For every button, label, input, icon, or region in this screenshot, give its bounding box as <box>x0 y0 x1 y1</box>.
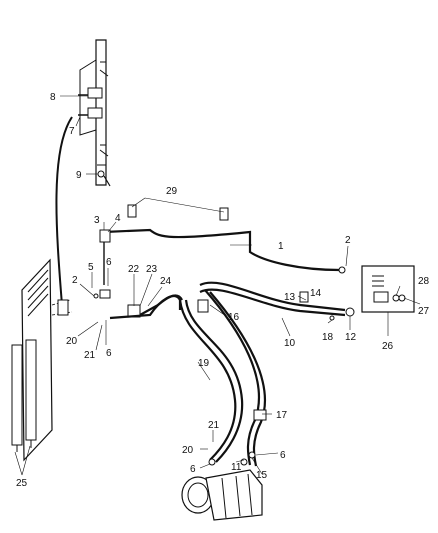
leader-lines <box>14 95 421 476</box>
fittings-cluster <box>93 289 183 320</box>
callout-2-right: 2 <box>345 235 351 246</box>
pressure-caps <box>127 204 229 221</box>
receiver-bracket-assembly <box>78 39 111 187</box>
condenser <box>11 258 73 462</box>
callout-28: 28 <box>418 276 430 287</box>
callout-20-lower: 20 <box>182 445 194 456</box>
callout-21-lower: 21 <box>208 420 220 431</box>
callout-16: 16 <box>228 312 240 323</box>
callout-6-upper: 6 <box>106 257 112 268</box>
callout-7: 7 <box>69 126 75 137</box>
callout-29: 29 <box>166 186 178 197</box>
callout-20-upper: 20 <box>66 336 78 347</box>
callout-14: 14 <box>310 288 322 299</box>
callout-4: 4 <box>115 213 121 224</box>
callout-2-left: 2 <box>72 275 78 286</box>
discharge-hose <box>197 281 355 467</box>
callout-26: 26 <box>382 341 394 352</box>
callout-5: 5 <box>88 262 94 273</box>
callout-6-bottom-right: 6 <box>280 450 286 461</box>
callout-8: 8 <box>50 92 56 103</box>
callout-24: 24 <box>160 276 172 287</box>
callout-15: 15 <box>256 470 268 481</box>
callout-17: 17 <box>276 410 288 421</box>
hose-curve <box>55 116 73 306</box>
callout-21-upper: 21 <box>84 350 96 361</box>
callout-10: 10 <box>284 338 296 349</box>
callout-23: 23 <box>146 264 158 275</box>
callout-13: 13 <box>284 292 296 303</box>
callout-27: 27 <box>418 306 430 317</box>
callout-25: 25 <box>16 478 28 489</box>
callout-12: 12 <box>345 332 357 343</box>
callout-9: 9 <box>76 170 82 181</box>
callout-6-mid: 6 <box>106 348 112 359</box>
suction-hose <box>178 299 244 463</box>
callout-18: 18 <box>322 332 334 343</box>
callout-labels: 1 2 2 3 4 5 6 6 6 6 7 8 9 10 11 12 13 14… <box>16 92 430 489</box>
callout-3: 3 <box>94 215 100 226</box>
compressor <box>181 451 263 521</box>
callout-11: 11 <box>231 462 242 473</box>
callout-19: 19 <box>198 358 210 369</box>
liquid-line <box>99 228 346 285</box>
callout-1: 1 <box>278 241 284 252</box>
service-kit-box <box>361 265 415 313</box>
callout-6-bottom-left: 6 <box>190 464 196 475</box>
callout-22: 22 <box>128 264 140 275</box>
